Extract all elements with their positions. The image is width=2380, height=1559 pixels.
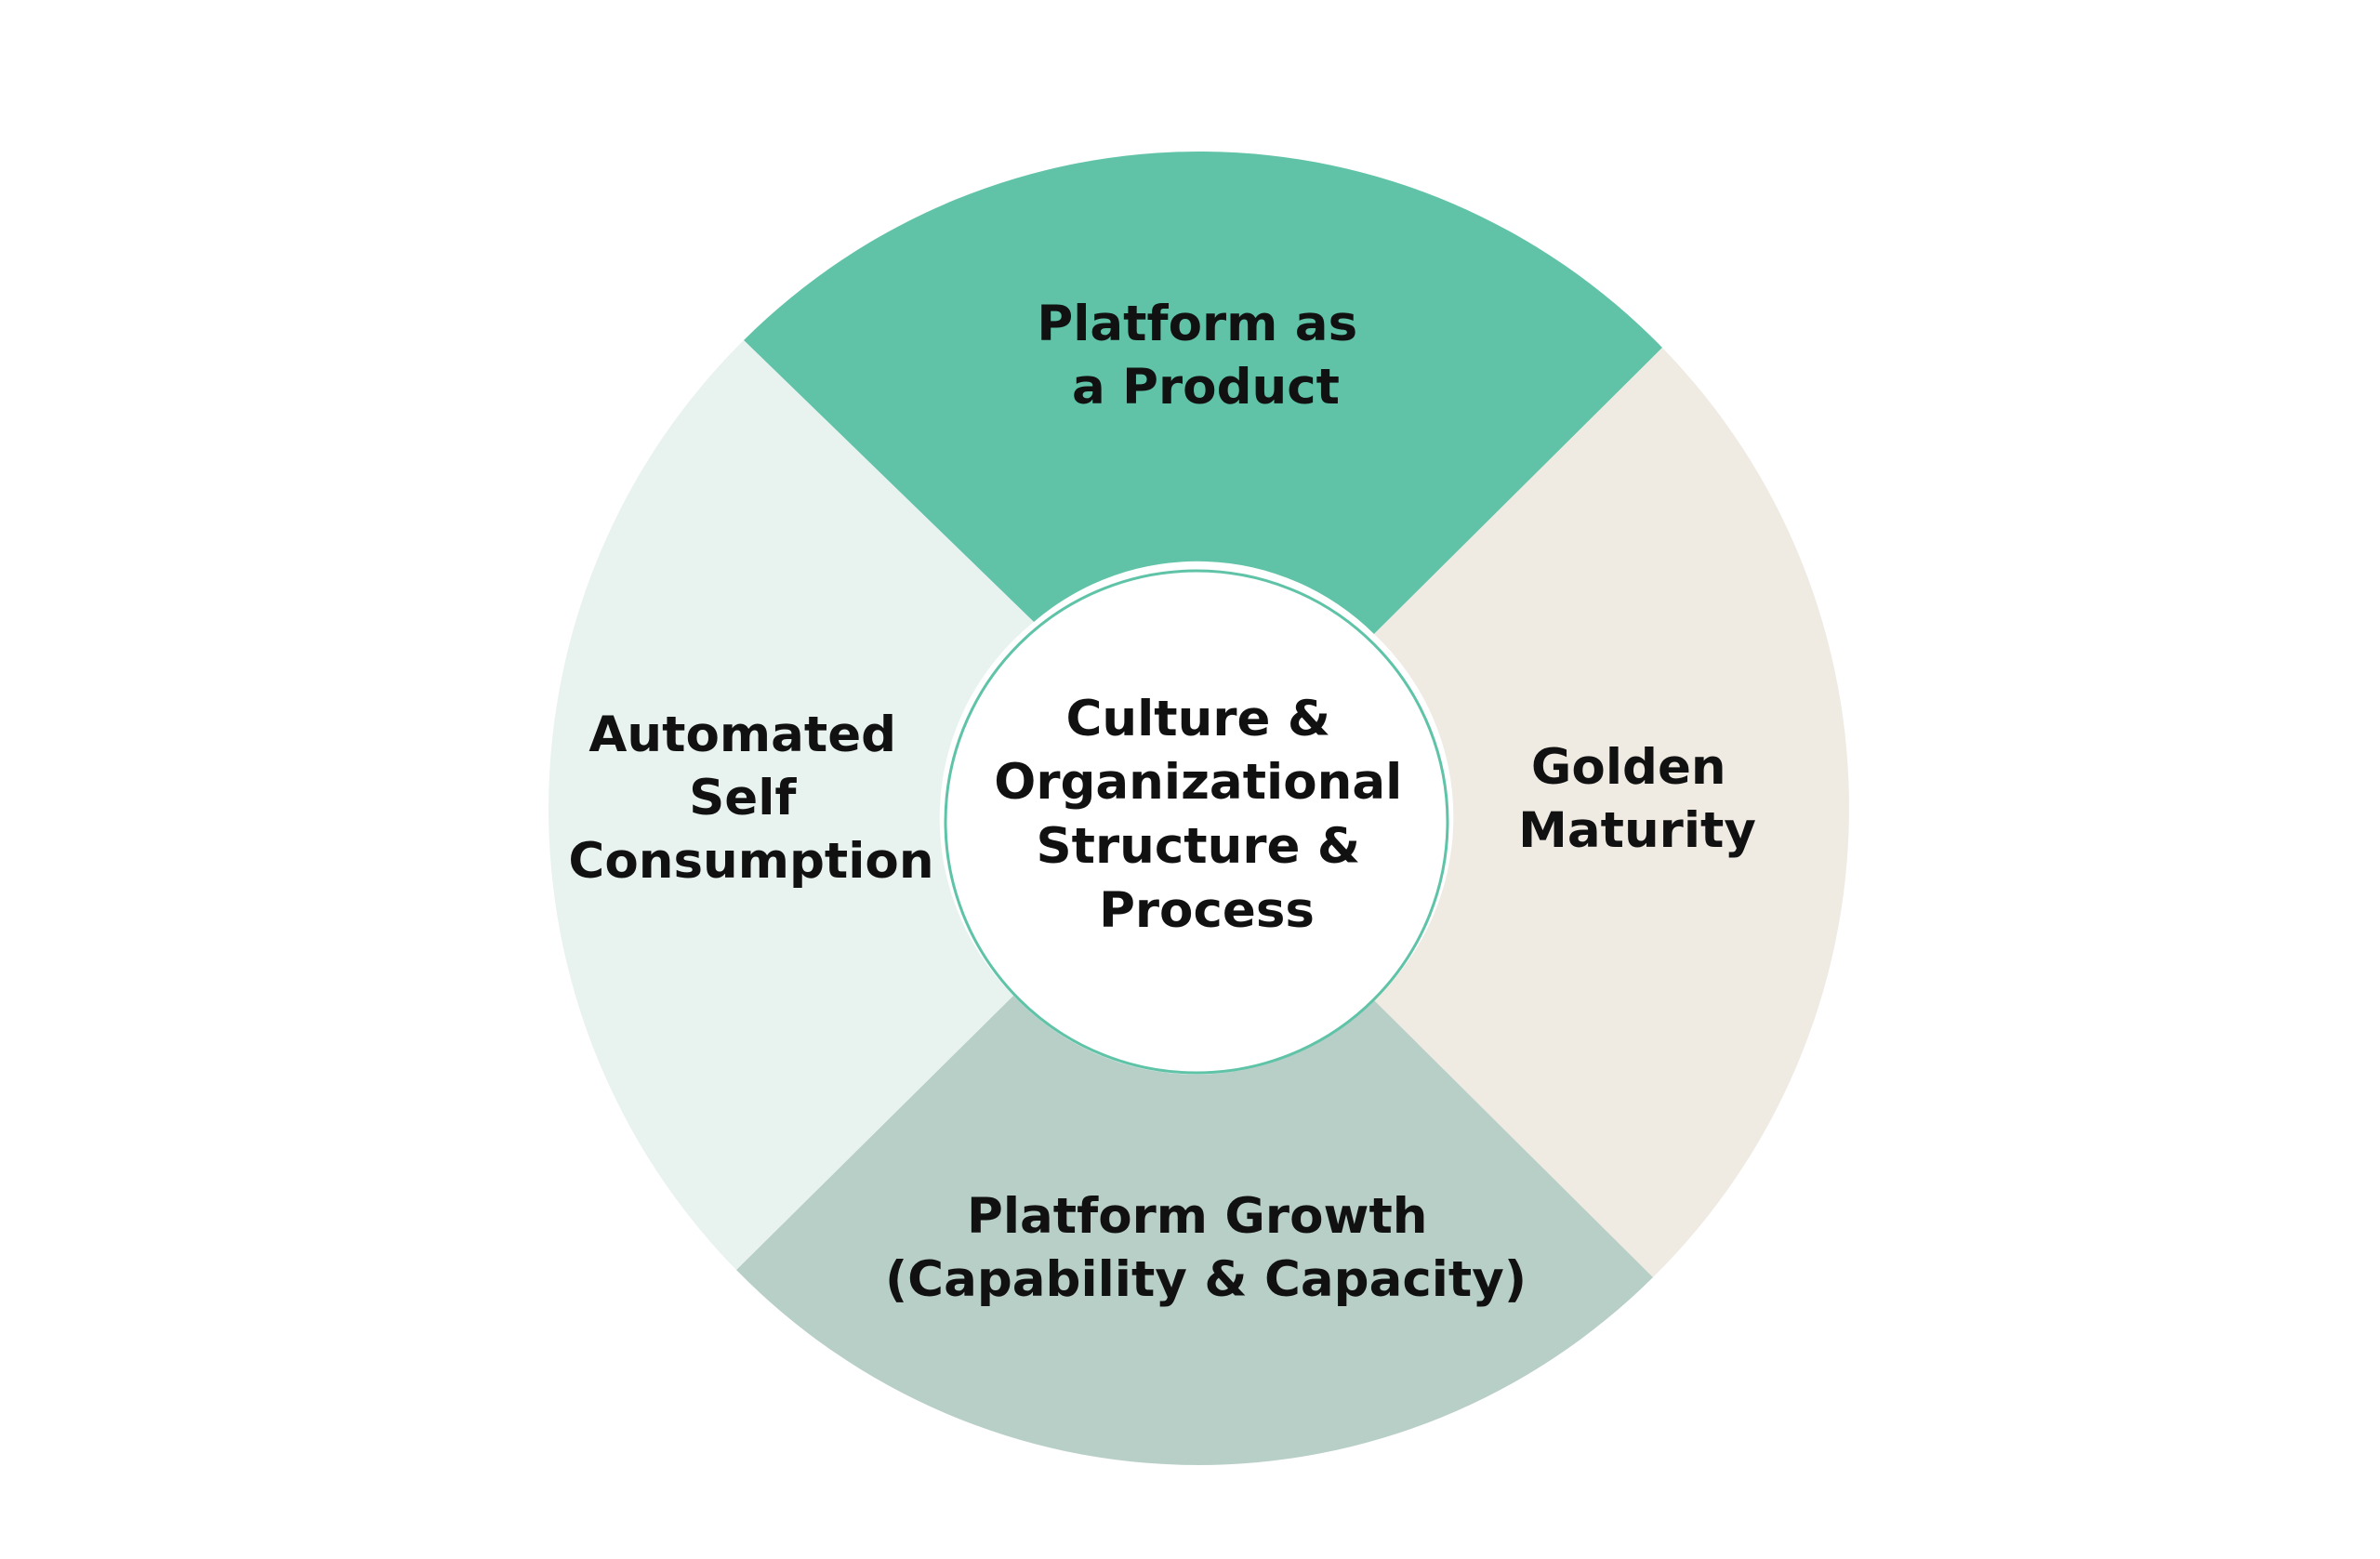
- segment-top-label: Platform as a Product: [1037, 296, 1374, 416]
- segment-right-golden-maturity: [1374, 348, 1849, 1277]
- segment-top-platform-as-a-product: [744, 152, 1662, 634]
- center-label-line: Structure &: [1036, 818, 1360, 875]
- segment-left-label-line: Automated: [588, 707, 896, 763]
- segment-right-label-line: Golden: [1531, 739, 1726, 796]
- segment-left-label: Automated Self Consumption: [568, 707, 933, 890]
- center-circle: [944, 569, 1449, 1075]
- segment-left-label-line: Consumption: [568, 833, 933, 890]
- center-label-line: Process: [1099, 882, 1315, 939]
- segment-top-label-line: a Product: [1072, 359, 1340, 416]
- segment-bottom-label-line: (Capability & Capacity): [885, 1251, 1527, 1308]
- segment-left-automated-self-consumption: [549, 340, 1034, 1270]
- segment-left-label-line: Self: [689, 770, 797, 826]
- segment-bottom-platform-growth: [736, 996, 1653, 1465]
- segment-top-label-line: Platform as: [1037, 296, 1357, 352]
- segment-right-label-line: Maturity: [1518, 802, 1756, 859]
- center-label-line: Organizational: [994, 754, 1402, 811]
- center-label-line: Culture &: [1065, 691, 1330, 747]
- segment-bottom-label: Platform Growth (Capability & Capacity): [885, 1188, 1527, 1308]
- segment-right-label: Golden Maturity: [1518, 739, 1756, 859]
- segment-bottom-label-line: Platform Growth: [967, 1188, 1427, 1245]
- center-label: Culture & Organizational Structure & Pro…: [994, 691, 1419, 939]
